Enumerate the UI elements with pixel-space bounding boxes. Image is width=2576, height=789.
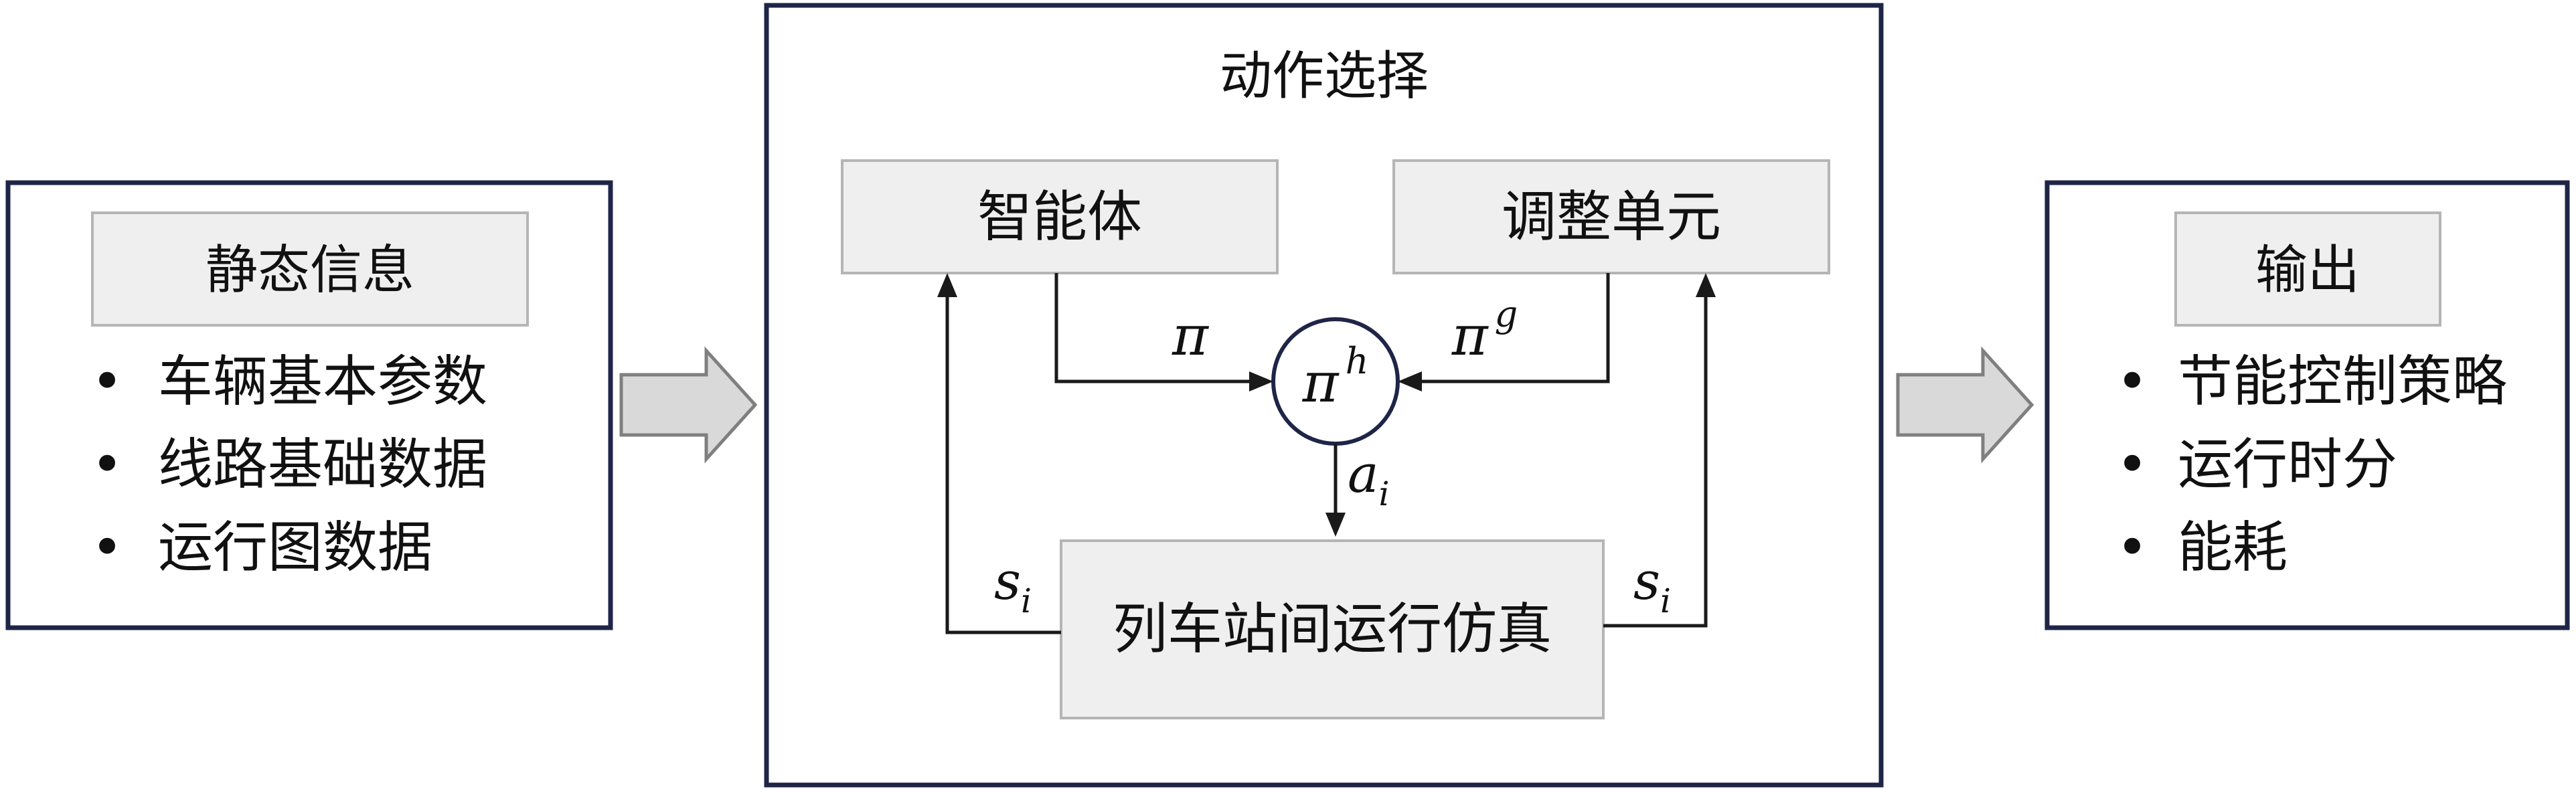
left-bullet-1: • bbox=[91, 350, 123, 414]
state-left-arrow-line bbox=[945, 294, 1061, 634]
adjust-unit-label: 调整单元 bbox=[1502, 185, 1721, 249]
center-panel-title: 动作选择 bbox=[1220, 46, 1429, 106]
action-label: ai bbox=[1348, 444, 1390, 513]
state-left-sub: i bbox=[1021, 582, 1032, 620]
state-right-arrowhead bbox=[1696, 273, 1716, 297]
right-panel-frame bbox=[2044, 180, 2570, 630]
left-panel-title-box bbox=[91, 211, 529, 327]
right-panel-title-box bbox=[2174, 211, 2441, 327]
adjust-unit-box bbox=[1392, 159, 1830, 274]
right-bullet-2: • bbox=[2116, 433, 2148, 497]
state-right-arrow-line bbox=[1603, 294, 1708, 628]
left-panel-frame bbox=[5, 180, 613, 630]
right-item-1: 节能控制策略 bbox=[2178, 350, 2507, 414]
center-panel-frame bbox=[764, 3, 1884, 788]
left-item-1: 车辆基本参数 bbox=[158, 350, 487, 414]
left-item-3: 运行图数据 bbox=[158, 516, 432, 580]
agent-box bbox=[841, 159, 1279, 274]
pi-g-arrowhead bbox=[1398, 371, 1422, 391]
state-right-label: si bbox=[1633, 551, 1671, 620]
state-right-sub: i bbox=[1660, 582, 1671, 620]
right-bullet-1: • bbox=[2116, 350, 2148, 414]
right-item-2: 运行时分 bbox=[2178, 433, 2397, 497]
action-base: a bbox=[1348, 444, 1379, 505]
pi-arrow-line bbox=[1054, 273, 1252, 383]
state-left-label: si bbox=[994, 551, 1032, 620]
action-sub: i bbox=[1379, 474, 1390, 513]
state-left-base: s bbox=[994, 551, 1021, 612]
left-bullet-3: • bbox=[91, 516, 123, 580]
action-arrowhead bbox=[1325, 513, 1346, 537]
simulation-label: 列车站间运行仿真 bbox=[1113, 598, 1552, 661]
left-panel-title: 静态信息 bbox=[206, 240, 414, 300]
right-item-3: 能耗 bbox=[2178, 516, 2287, 580]
output-flow-arrow bbox=[1896, 346, 2034, 464]
state-left-arrowhead bbox=[937, 273, 957, 297]
left-bullet-2: • bbox=[91, 433, 123, 497]
pi-g-base: π bbox=[1451, 304, 1490, 368]
right-panel-title: 输出 bbox=[2255, 240, 2360, 300]
pi-g-arrow-line bbox=[1421, 273, 1610, 383]
pi-g-sup: g bbox=[1495, 293, 1518, 335]
left-item-2: 线路基础数据 bbox=[158, 433, 487, 497]
pi-label: π bbox=[1172, 304, 1210, 368]
state-right-base: s bbox=[1633, 551, 1660, 612]
agent-label: 智能体 bbox=[977, 185, 1142, 249]
right-bullet-3: • bbox=[2116, 516, 2148, 580]
simulation-box bbox=[1060, 539, 1605, 719]
pi-h-sup: h bbox=[1346, 340, 1369, 382]
pi-h-base: π bbox=[1302, 351, 1340, 415]
pi-arrowhead bbox=[1249, 371, 1273, 391]
input-flow-arrow bbox=[619, 346, 758, 464]
